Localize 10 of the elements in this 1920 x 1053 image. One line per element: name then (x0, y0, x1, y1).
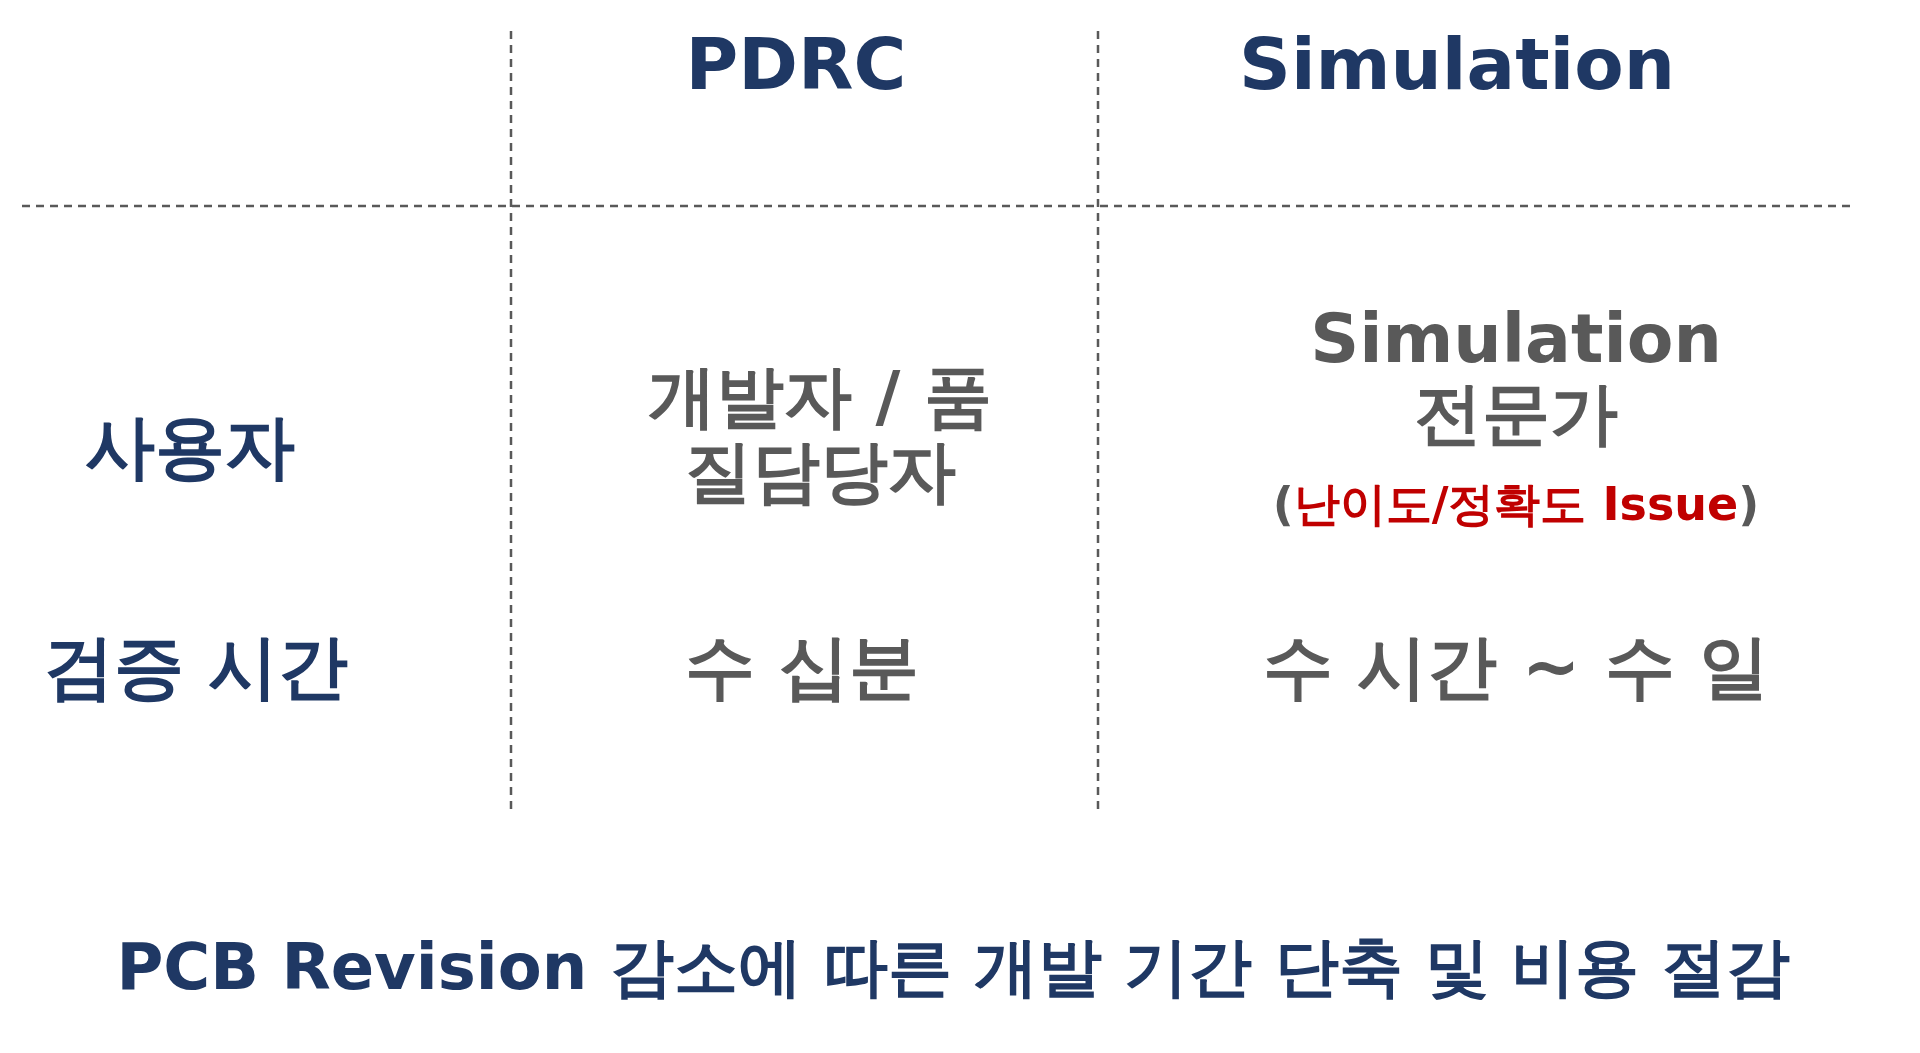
row-header: 사용자 (84, 408, 296, 486)
column-header: Simulation (1238, 25, 1676, 105)
caption-text: PCB Revision 감소에 따른 개발 기간 단축 및 비용 절감 (115, 931, 1791, 1003)
row-header: 검증 시간 (42, 628, 350, 706)
column-header: PDRC (684, 25, 908, 105)
table-text: 개발자 / 품질담당자 (646, 360, 994, 510)
table-text: Simulation 전문가 (1309, 302, 1723, 452)
table-text: 수 시간 ~ 수 일 (1261, 628, 1771, 706)
table-text: 수 십분 (683, 628, 921, 706)
note-text: (난이도/정확도 Issue) (1271, 478, 1761, 530)
